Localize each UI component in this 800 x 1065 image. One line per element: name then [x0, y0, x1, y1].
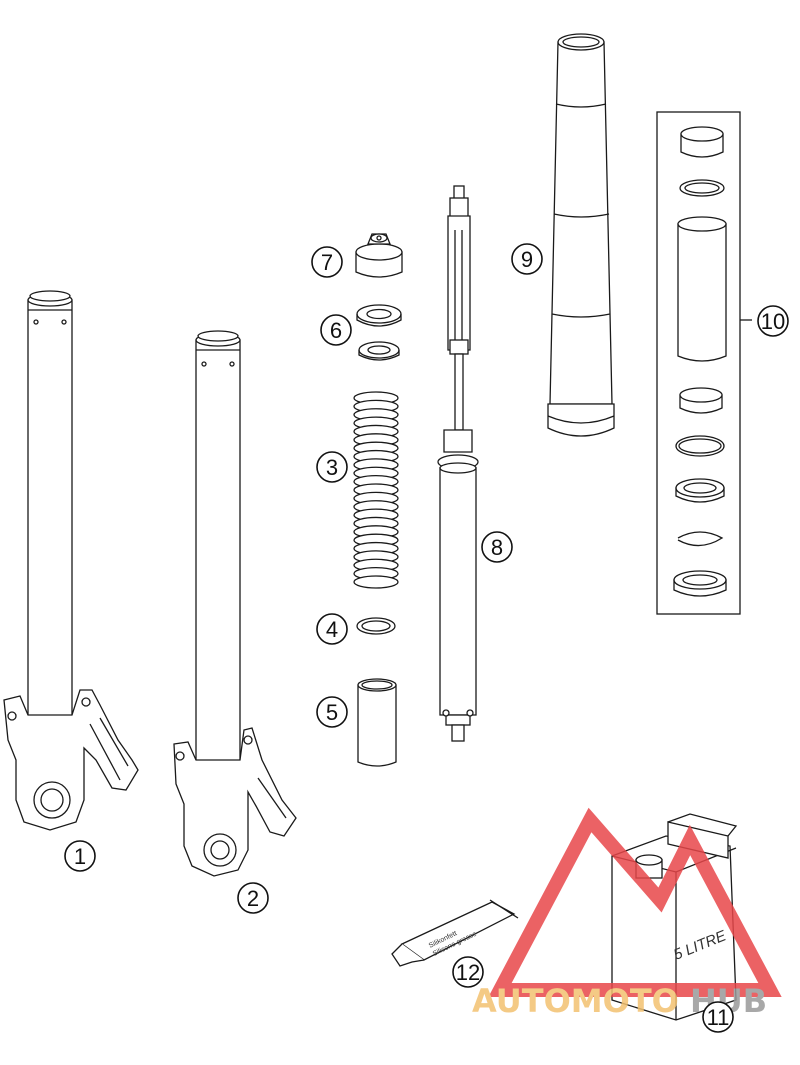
callout-label-9: 9	[521, 247, 533, 272]
callout-label-12: 12	[456, 960, 480, 985]
part-10-kit	[656, 111, 752, 615]
part-12-grease-tube	[391, 899, 519, 967]
callout-circle-6	[320, 314, 352, 346]
callout-label-11: 11	[707, 1005, 730, 1030]
callout-circle-1	[64, 840, 96, 872]
callout-label-6: 6	[330, 318, 342, 343]
watermark-logo-icon	[488, 807, 782, 997]
part-5-sleeve	[357, 678, 397, 767]
callout-circle-8	[481, 531, 513, 563]
part-2-fork-leg-right	[173, 330, 297, 877]
callout-circle-3	[316, 451, 348, 483]
callout-label-8: 8	[491, 535, 503, 560]
callout-circle-9	[511, 243, 543, 275]
callout-label-7: 7	[321, 250, 333, 275]
callout-label-2: 2	[247, 886, 259, 911]
part-7-cap	[355, 233, 403, 278]
part-6-washers	[356, 304, 402, 361]
spring-coil	[353, 575, 399, 589]
callout-circle-5	[316, 696, 348, 728]
callout-circle-12	[452, 956, 484, 988]
callout-label-10: 10	[761, 309, 785, 334]
callout-circle-4	[316, 613, 348, 645]
part-9-outer-tube	[547, 33, 615, 437]
part-1-fork-leg-left	[3, 290, 139, 831]
part-8-cartridge	[437, 185, 479, 742]
callout-circle-10	[757, 305, 789, 337]
watermark-part1: AUTOMOTO	[472, 982, 679, 1020]
callout-label-3: 3	[326, 455, 338, 480]
callout-label-1: 1	[74, 844, 86, 869]
part-3-spring	[353, 391, 399, 589]
callout-circle-11	[702, 1001, 734, 1033]
callout-circle-7	[311, 246, 343, 278]
callout-circle-2	[237, 882, 269, 914]
part-4-ring	[356, 617, 396, 635]
callout-label-4: 4	[326, 617, 338, 642]
callout-label-5: 5	[326, 700, 338, 725]
